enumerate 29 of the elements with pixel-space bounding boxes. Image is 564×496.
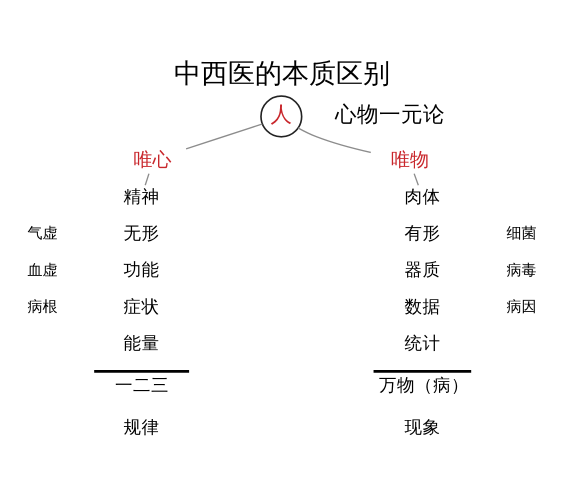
connector (144, 173, 150, 186)
node-text: 唯物 (391, 149, 430, 172)
node-text: 精神 (124, 187, 160, 208)
node-text: 肉体 (404, 187, 440, 208)
label: 病毒 (506, 260, 536, 279)
node-circle: 人 (260, 95, 302, 138)
label: 统计 (404, 334, 440, 354)
node-label: 心物一元论 (334, 102, 445, 128)
label: 能量 (124, 334, 160, 354)
label: 现象 (404, 418, 440, 438)
label: 气虚 (28, 224, 58, 242)
connector (298, 127, 371, 154)
connector (414, 173, 419, 186)
diagram-title: 中西医的本质区别 (174, 58, 390, 90)
label: 有形 (404, 224, 440, 244)
label: 规律 (124, 418, 160, 438)
label: 病根 (28, 297, 58, 316)
label: 功能 (124, 260, 160, 281)
label: 一二三 (115, 376, 170, 396)
label: 数据 (404, 297, 440, 318)
label: 血虚 (28, 260, 58, 279)
label: 万物（病） (378, 376, 469, 396)
node-text: 唯心 (133, 149, 172, 172)
label: 病因 (506, 297, 536, 316)
label: 无形 (124, 224, 160, 244)
label: 细菌 (506, 224, 536, 242)
connector (186, 123, 263, 150)
label: 症状 (124, 297, 160, 318)
label: 器质 (404, 260, 440, 281)
